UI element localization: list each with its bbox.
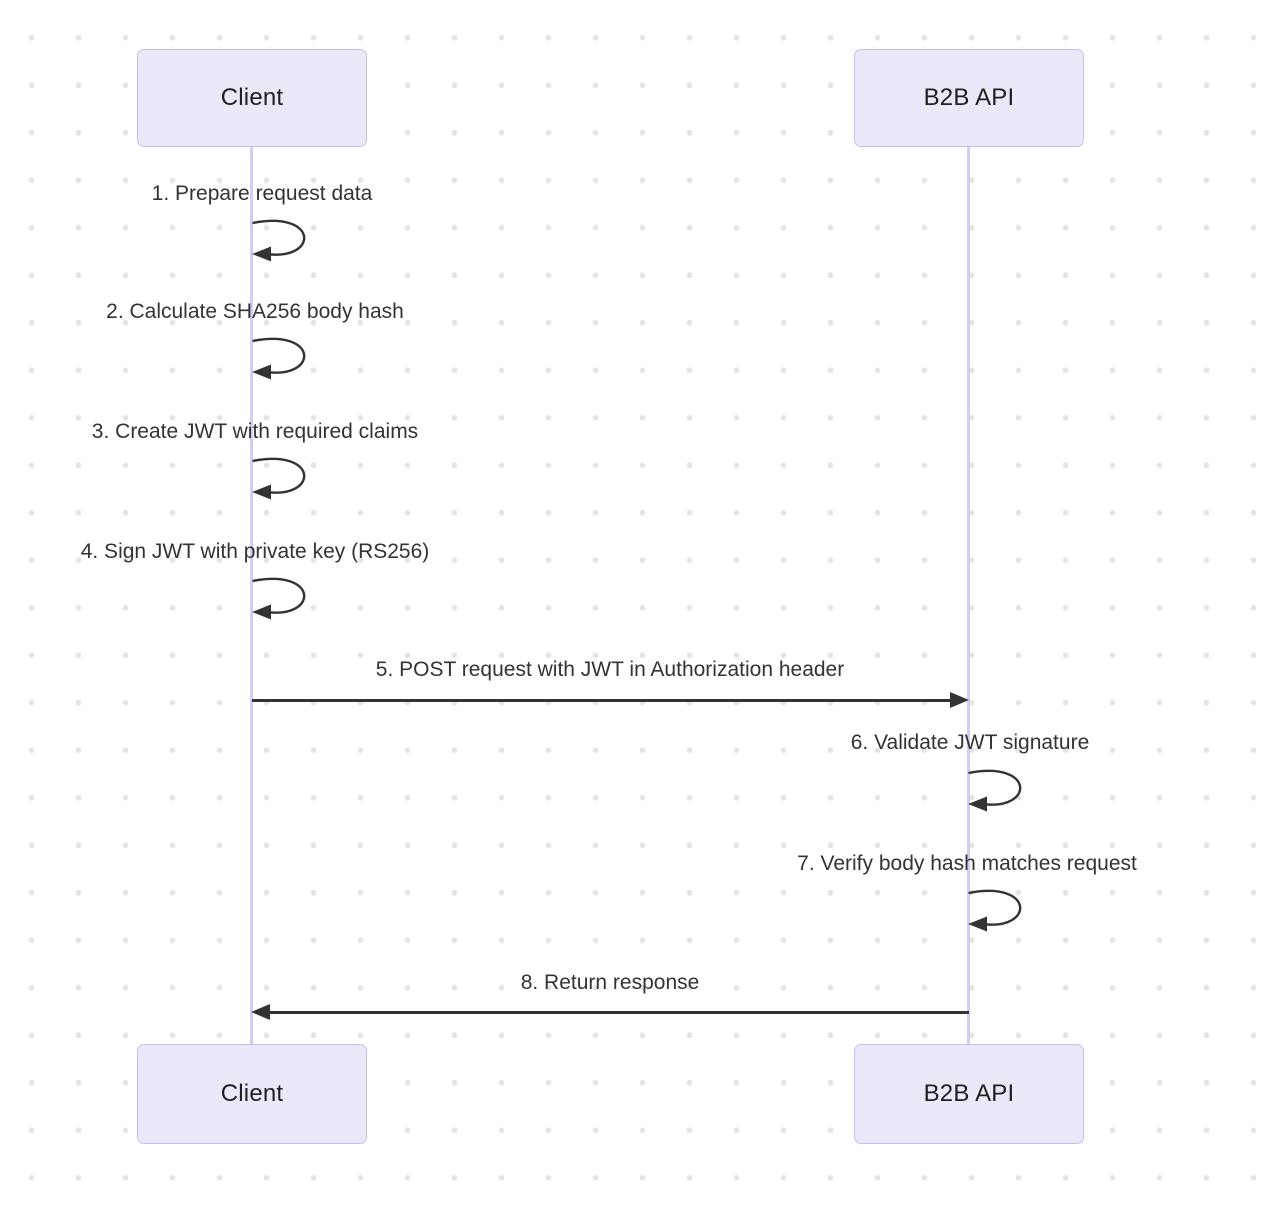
actor-b2b-api-bottom-label: B2B API [923, 1080, 1015, 1107]
message-4-label: 4. Sign JWT with private key (RS256) [80, 540, 430, 563]
actor-client-bottom-label: Client [220, 1080, 284, 1107]
client-lifeline [250, 147, 253, 1044]
message-6-label: 6. Validate JWT signature [850, 731, 1090, 754]
message-5-label: 5. POST request with JWT in Authorizatio… [375, 658, 845, 681]
actor-client-bottom: Client [137, 1044, 367, 1144]
actor-b2b-api-bottom: B2B API [854, 1044, 1084, 1144]
actor-client-top: Client [137, 49, 367, 147]
self-message-arrow-2 [252, 337, 306, 380]
message-5-arrow-line [252, 699, 951, 702]
self-message-arrow-1 [252, 219, 306, 262]
message-1-label: 1. Prepare request data [151, 182, 373, 205]
message-8-label: 8. Return response [520, 971, 700, 994]
message-2-label: 2. Calculate SHA256 body hash [106, 300, 404, 323]
self-message-arrow-3 [252, 457, 306, 500]
actor-client-top-label: Client [220, 84, 284, 111]
message-3-label: 3. Create JWT with required claims [91, 420, 419, 443]
actor-b2b-api-top-label: B2B API [923, 84, 1015, 111]
message-8-arrowhead-icon [251, 1004, 270, 1020]
self-message-arrow-7 [968, 889, 1022, 932]
actor-b2b-api-top: B2B API [854, 49, 1084, 147]
self-message-arrow-4 [252, 577, 306, 620]
b2b-api-lifeline [967, 147, 970, 1044]
message-7-label: 7. Verify body hash matches request [797, 852, 1137, 875]
self-message-arrow-6 [968, 769, 1022, 812]
message-5-arrowhead-icon [950, 692, 969, 708]
message-8-arrow-line [270, 1011, 969, 1014]
